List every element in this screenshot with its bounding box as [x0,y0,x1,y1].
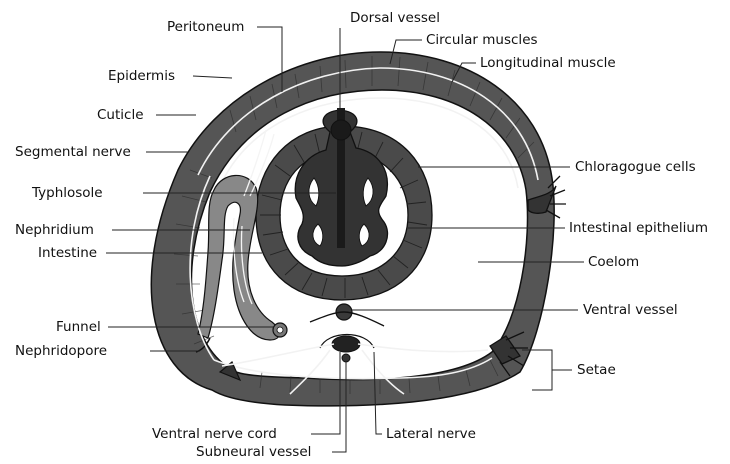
dorsal-vessel-lumen [331,120,351,140]
label-circular-muscles: Circular muscles [426,32,538,48]
subneural-vessel [342,354,350,362]
label-setae: Setae [577,362,616,378]
label-nephridium: Nephridium [15,222,94,238]
label-subneural-vessel: Subneural vessel [196,444,311,460]
label-ventral-vessel: Ventral vessel [583,302,678,318]
label-segmental-nerve: Segmental nerve [15,144,131,160]
nephrostome-opening [277,327,283,333]
label-dorsal-vessel: Dorsal vessel [350,10,440,26]
label-ventral-nerve-cord: Ventral nerve cord [152,426,277,442]
label-cuticle: Cuticle [97,107,144,123]
label-nephridopore: Nephridopore [15,343,107,359]
label-longitudinal-muscle: Longitudinal muscle [480,55,616,71]
label-intestinal-epithelium: Intestinal epithelium [569,220,708,236]
label-peritoneum: Peritoneum [167,19,244,35]
label-funnel: Funnel [56,319,101,335]
ventral-nerve-cord [332,336,360,352]
label-intestine: Intestine [38,245,97,261]
label-coelom: Coelom [588,254,639,270]
label-chloragogue-cells: Chloragogue cells [575,159,696,175]
label-epidermis: Epidermis [108,68,175,84]
label-typhlosole: Typhlosole [32,185,103,201]
label-lateral-nerve: Lateral nerve [386,426,476,442]
